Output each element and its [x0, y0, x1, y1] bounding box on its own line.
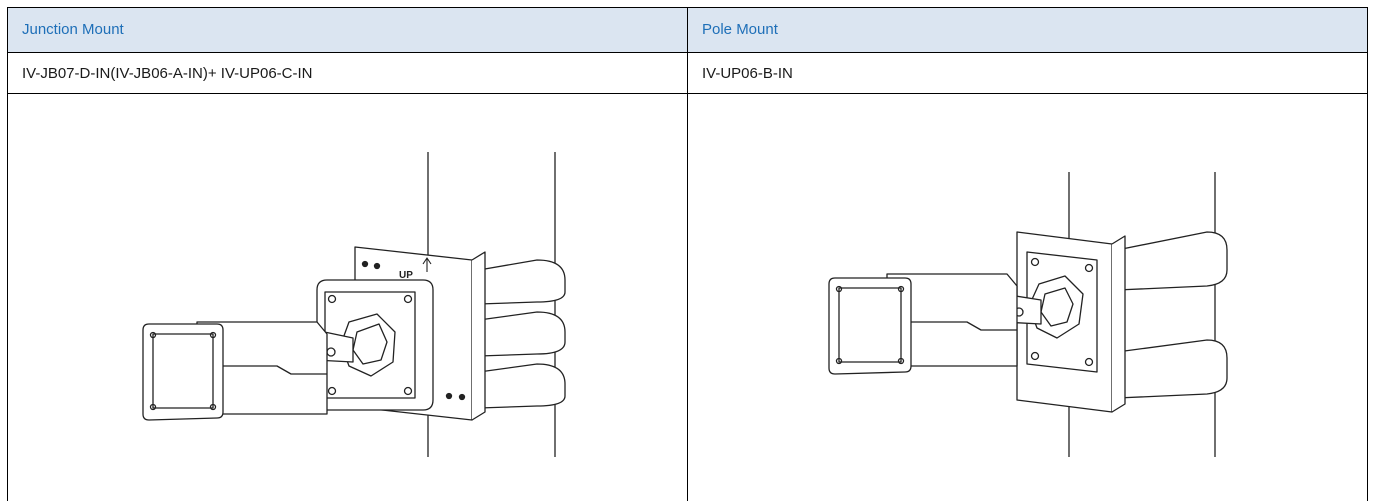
ball-joint — [314, 313, 396, 377]
pole-mount-illustration — [807, 172, 1267, 462]
table-border-right — [1367, 7, 1368, 501]
junction-mount-illustration: UP — [127, 152, 567, 462]
up-marking: UP — [399, 270, 413, 281]
table-border-left — [7, 7, 8, 501]
bullet-camera — [142, 321, 328, 421]
model-junction-mount: IV-JB07-D-IN(IV-JB06-A-IN)+ IV-UP06-C-IN — [22, 65, 313, 82]
pole-clamps — [1116, 231, 1228, 399]
table-border-middle — [687, 7, 688, 501]
model-pole-mount: IV-UP06-B-IN — [702, 65, 793, 82]
header-pole-mount: Pole Mount — [702, 21, 778, 38]
bullet-camera — [828, 273, 1018, 375]
pole-clamps — [478, 259, 566, 409]
header-junction-mount: Junction Mount — [22, 21, 124, 38]
mount-table: Junction Mount Pole Mount IV-JB07-D-IN(I… — [7, 7, 1368, 501]
